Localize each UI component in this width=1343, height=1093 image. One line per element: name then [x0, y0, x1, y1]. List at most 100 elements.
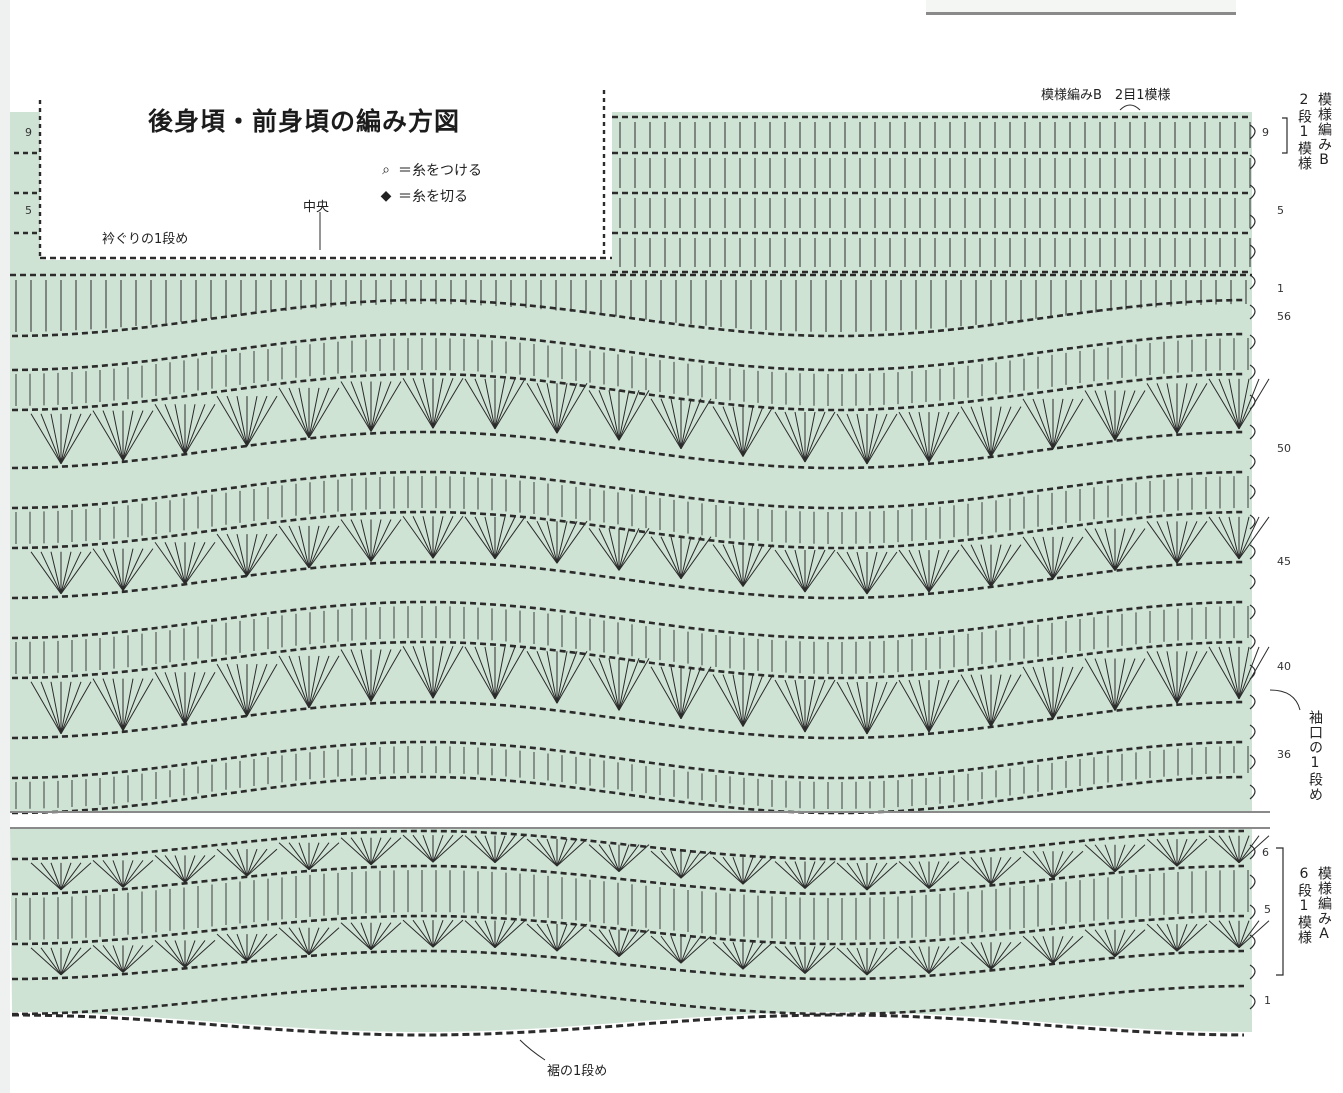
fan-stitch: [1228, 920, 1240, 948]
turning-loop: [1249, 544, 1256, 560]
fan-stitch: [1022, 850, 1054, 879]
fan-stitch: [278, 525, 310, 569]
fan-stitch: [1032, 398, 1054, 450]
fan-stitch: [608, 390, 620, 441]
fan-stitch: [1228, 516, 1240, 560]
fan-stitch: [556, 520, 588, 564]
fan-stitch: [908, 679, 930, 733]
fan-stitch: [536, 520, 558, 564]
fan-stitch: [804, 549, 836, 593]
fan-stitch: [164, 404, 186, 455]
fan-stitch: [898, 679, 930, 733]
fan-stitch: [680, 536, 692, 579]
fan-stitch: [1238, 516, 1270, 560]
fan-stitch: [184, 542, 206, 585]
fan-stitch: [742, 674, 764, 727]
fan-stitch: [102, 678, 124, 731]
fan-stitch: [598, 390, 620, 441]
fan-stitch: [1156, 383, 1178, 434]
fan-stitch: [928, 411, 960, 463]
fan-stitch: [1146, 838, 1178, 867]
fan-stitch: [546, 651, 558, 704]
fan-stitch: [1114, 929, 1126, 957]
fan-stitch: [370, 649, 402, 702]
fan-stitch: [246, 533, 258, 577]
fan-stitch: [350, 649, 372, 702]
fan-stitch: [60, 947, 72, 976]
fan-stitch: [990, 856, 1012, 885]
fan-stitch: [618, 929, 640, 957]
fan-stitch: [308, 387, 330, 439]
fan-stitch: [804, 946, 836, 974]
fan-stitch: [804, 411, 836, 463]
fan-stitch: [432, 516, 454, 559]
fan-stitch: [650, 398, 682, 449]
fan-stitch: [680, 850, 692, 879]
fan-stitch: [980, 406, 992, 457]
fan-stitch: [102, 945, 124, 973]
fan-stitch: [60, 413, 82, 464]
fan-stitch: [350, 922, 372, 951]
turning-loop: [1249, 964, 1256, 980]
fan-stitch: [526, 520, 558, 564]
fan-stitch: [60, 551, 82, 595]
fan-stitch: [184, 404, 196, 455]
pattern-b-bracket-bottom: 2段1模様: [1296, 92, 1312, 171]
fan-stitch: [298, 655, 310, 709]
fan-stitch: [1052, 398, 1064, 450]
fan-stitch: [1228, 378, 1240, 430]
fan-stitch: [412, 834, 434, 863]
fan-stitch: [804, 946, 816, 974]
fan-stitch: [928, 549, 960, 593]
fan-stitch: [1228, 646, 1240, 700]
wave-row: [11, 700, 1245, 740]
fan-stitch: [360, 519, 372, 562]
fan-stitch: [184, 855, 206, 883]
fan-stitch: [928, 679, 950, 733]
fan-stitch: [308, 655, 320, 709]
fan-stitch: [1032, 935, 1054, 964]
fan-stitch: [1238, 516, 1260, 560]
wave-row: [11, 430, 1245, 470]
fan-stitch: [990, 406, 1022, 457]
fan-stitch: [970, 674, 992, 727]
fan-stitch: [432, 646, 454, 699]
fan-stitch: [60, 862, 82, 891]
turning-loop: [1249, 124, 1256, 140]
fan-stitch: [774, 549, 806, 593]
fan-stitch: [288, 387, 310, 439]
fan-stitch: [1176, 923, 1198, 952]
fan-stitch: [308, 387, 320, 439]
row-number: 5: [1264, 903, 1271, 916]
turning-loop: [1249, 664, 1256, 680]
fan-stitch: [556, 383, 568, 434]
fan-stitch: [1208, 646, 1240, 700]
row-number: 5: [1277, 204, 1284, 217]
fan-stitch: [246, 533, 268, 577]
fan-stitch: [30, 551, 62, 595]
fan-stitch: [618, 844, 630, 872]
fan-stitch: [722, 674, 744, 727]
fan-stitch: [216, 533, 248, 577]
fan-stitch: [370, 381, 382, 432]
fan-stitch: [1114, 390, 1146, 441]
fan-stitch: [60, 947, 92, 976]
turning-loop: [1249, 784, 1256, 800]
fan-stitch: [164, 940, 186, 968]
pattern-b-pointer: [1119, 104, 1141, 111]
fan-stitch: [184, 541, 216, 585]
fan-stitch: [60, 413, 72, 464]
fan-stitch: [1146, 923, 1178, 952]
fan-stitch: [898, 549, 930, 593]
wave-row: [11, 560, 1245, 600]
fan-stitch: [288, 842, 310, 871]
attach-yarn-icon: ⌕: [382, 162, 390, 178]
fan-stitch: [298, 525, 310, 569]
fan-stitch: [856, 681, 868, 735]
wave-row: [12, 914, 1245, 946]
fan-stitch: [246, 663, 258, 717]
fan-stitch: [360, 649, 372, 702]
fan-stitch: [226, 933, 248, 962]
fan-stitch: [370, 519, 402, 562]
fan-stitch: [40, 413, 62, 464]
